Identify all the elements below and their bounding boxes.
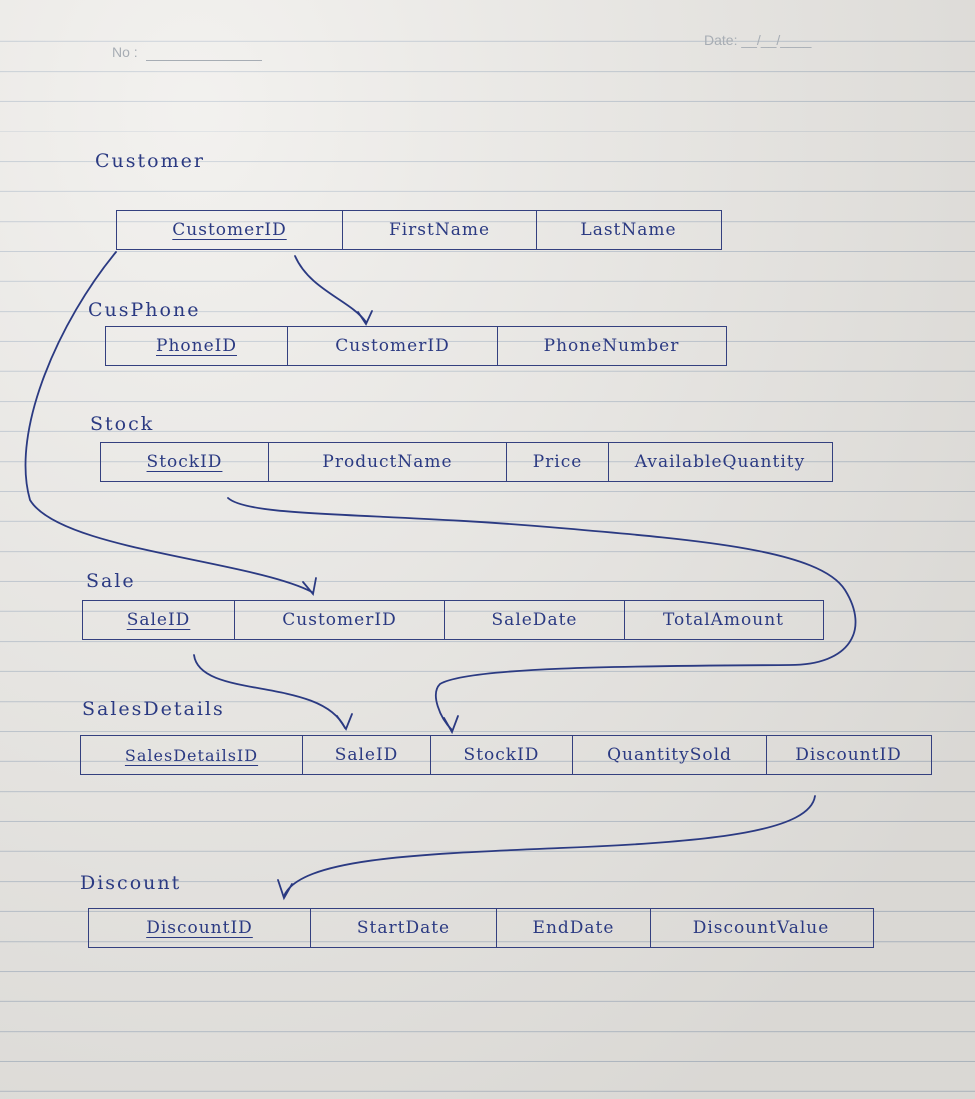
- column-phoneid: PhoneID: [106, 327, 288, 365]
- table-row-cusphone: PhoneID CustomerID PhoneNumber: [105, 326, 727, 366]
- column-salesdetails-stockid: StockID: [431, 736, 573, 774]
- column-availablequantity: AvailableQuantity: [634, 452, 806, 472]
- column-totalamount: TotalAmount: [662, 610, 785, 630]
- table-row-salesdetails: SalesDetailsID SaleID StockID QuantitySo…: [80, 735, 932, 775]
- table-title-cusphone: CusPhone: [88, 299, 201, 321]
- arrow-sale-to-salesdetails-head: [336, 713, 353, 731]
- column-salesdetails-discountid: DiscountID: [795, 745, 902, 765]
- column-saledate: SaleDate: [445, 601, 625, 639]
- column-salesdetailsid: SalesDetailsID: [81, 736, 303, 774]
- column-salesdetails-saleid: SaleID: [303, 736, 431, 774]
- column-customerid: CustomerID: [117, 211, 343, 249]
- column-productname: ProductName: [269, 443, 507, 481]
- column-sale-customerid: CustomerID: [235, 601, 445, 639]
- column-stockid: StockID: [101, 443, 269, 481]
- column-firstname: FirstName: [343, 211, 537, 249]
- table-title-salesdetails: SalesDetails: [82, 698, 225, 720]
- table-title-stock: Stock: [90, 413, 155, 435]
- column-discountid: DiscountID: [89, 909, 311, 947]
- column-discountvalue: DiscountValue: [692, 918, 830, 938]
- column-enddate: EndDate: [497, 909, 651, 947]
- arrow-salesdetails-to-discount-head: [277, 879, 293, 901]
- arrow-customer-to-sale-head: [302, 577, 317, 597]
- table-row-sale: SaleID CustomerID SaleDate TotalAmount: [82, 600, 824, 640]
- table-title-discount: Discount: [80, 872, 182, 894]
- arrow-salesdetails-to-discount: [283, 795, 816, 897]
- table-row-customer: CustomerID FirstName LastName: [116, 210, 722, 250]
- column-price: Price: [507, 443, 609, 481]
- arrow-customer-to-cusphone-head: [357, 310, 373, 326]
- column-startdate: StartDate: [311, 909, 497, 947]
- table-title-sale: Sale: [86, 570, 136, 592]
- column-lastname: LastName: [580, 220, 677, 240]
- column-saleid: SaleID: [83, 601, 235, 639]
- arrow-stock-to-salesdetails: [227, 497, 857, 731]
- date-label: Date: __/__/____: [704, 32, 812, 48]
- table-row-stock: StockID ProductName Price AvailableQuant…: [100, 442, 833, 482]
- arrow-sale-to-salesdetails: [193, 654, 346, 729]
- table-title-customer: Customer: [95, 150, 205, 172]
- arrow-stock-to-salesdetails-head: [443, 715, 459, 735]
- column-phonenumber: PhoneNumber: [543, 336, 680, 356]
- column-cusphone-customerid: CustomerID: [288, 327, 498, 365]
- page-number-label: No :: [112, 44, 138, 60]
- table-row-discount: DiscountID StartDate EndDate DiscountVal…: [88, 908, 874, 948]
- column-quantitysold: QuantitySold: [573, 736, 767, 774]
- arrow-customer-to-sale: [24, 251, 313, 593]
- arrow-customer-to-cusphone: [294, 255, 367, 323]
- page-number-line: [146, 60, 262, 61]
